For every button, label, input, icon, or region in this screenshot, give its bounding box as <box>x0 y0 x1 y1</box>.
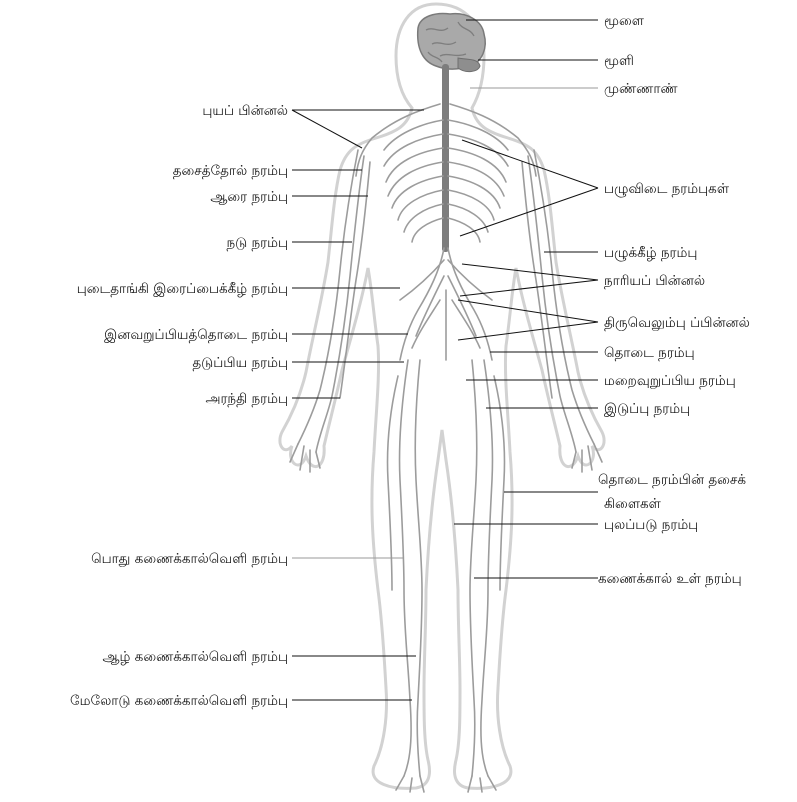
label-deep-peroneal: ஆழ் கணைக்கால்வெளி நரம்பு <box>102 649 288 665</box>
label-spinal-cord: முண்ணாண் <box>604 81 678 97</box>
spinal-cord <box>442 64 449 252</box>
label-tibial: கணைக்கால் உள் நரம்பு <box>598 571 742 587</box>
label-saphenous: புலப்படு நரம்பு <box>604 517 698 533</box>
label-femoral-muscular-line2: கிளைகள் <box>604 496 662 512</box>
label-ulnar: அரந்தி நரம்பு <box>205 391 288 407</box>
label-brain: மூளை <box>604 13 645 29</box>
label-radial: ஆரை நரம்பு <box>210 189 288 205</box>
label-sciatic: இடுப்பு நரம்பு <box>604 401 690 417</box>
label-genitofemoral: இனவறுப்பியத்தொடை நரம்பு <box>104 327 288 343</box>
label-median: நடு நரம்பு <box>226 235 288 251</box>
label-musculocutaneous: தசைத்தோல் நரம்பு <box>173 163 288 179</box>
label-cerebellum: மூளி <box>604 53 634 69</box>
label-femoral-muscular-line1: தொடை நரம்பின் தசைக் <box>598 472 746 488</box>
label-obturator: தடுப்பிய நரம்பு <box>192 355 288 371</box>
label-intercostal: பழுவிடை நரம்புகள் <box>604 181 730 198</box>
label-common-peroneal: பொது கணைக்கால்வெளி நரம்பு <box>91 551 288 567</box>
label-brachial-plexus: புயப் பின்னல் <box>202 103 288 119</box>
label-iliohypogastric: புடைதாங்கி இரைப்பைக்கீழ் நரம்பு <box>77 281 288 297</box>
label-subcostal: பழுக்கீழ் நரம்பு <box>604 245 697 262</box>
label-superficial-peroneal: மேலோடு கணைக்கால்வெளி நரம்பு <box>70 693 288 709</box>
label-lumbar-plexus: நாரியப் பின்னல் <box>604 273 705 289</box>
label-femoral: தொடை நரம்பு <box>604 345 695 361</box>
label-pudendal: மறைவுறுப்பிய நரம்பு <box>604 373 736 389</box>
label-sacral-plexus: திருவெலும்பு ப்பின்னல் <box>604 315 750 331</box>
